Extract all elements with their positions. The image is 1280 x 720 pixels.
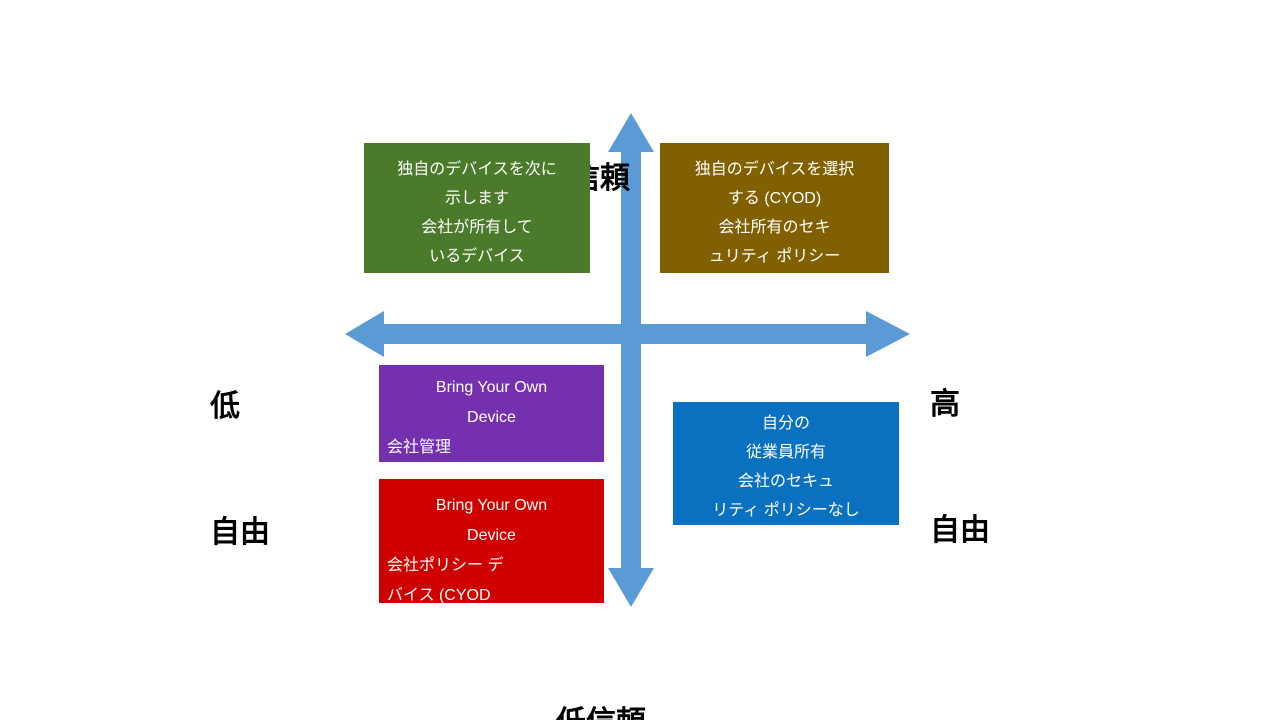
axis-label-line: 低 [210, 390, 240, 423]
quadrant-box-company-owned-device[interactable]: 独自のデバイスを次に 示します 会社が所有して いるデバイス [364, 143, 590, 273]
box-text-line: Bring Your Own [435, 497, 548, 514]
box-text-line: 会社ポリシー デ [387, 557, 504, 574]
box-text-line: 会社が所有して [421, 219, 533, 236]
axis-label-low-trust: 低信頼 [556, 618, 756, 720]
quadrant-box-choose-your-own-device[interactable]: 独自のデバイスを選択 する (CYOD) 会社所有のセキ ュリティ ポリシー [660, 143, 889, 273]
box-text-line: Device [467, 527, 516, 544]
quadrant-box-byod-company-managed[interactable]: Bring Your Own Device 会社管理 [379, 365, 604, 462]
axis-label-line: 高 [930, 388, 960, 421]
box-text-line: 会社所有のセキ [718, 219, 831, 236]
box-text-line: 自分の [761, 415, 810, 432]
axis-label-line: 低信頼 [556, 702, 756, 720]
box-text-line: いるデバイス [429, 248, 525, 265]
box-text-line: 会社のセキュ [737, 473, 834, 490]
axis-label-low-freedom: 低 自由 [210, 302, 350, 638]
horizontal-axis-arrow [345, 311, 910, 357]
box-text-line: Device [467, 409, 516, 426]
box-text: 独自のデバイスを次に 示します 会社が所有して いるデバイス [364, 155, 590, 271]
box-text: 自分の 従業員所有 会社のセキュ リティ ポリシーなし [673, 409, 899, 525]
box-text: Bring Your Own Device 会社ポリシー デ バイス (CYOD [379, 491, 604, 603]
box-text-line: 示します [444, 190, 509, 207]
box-text-line: する (CYOD) [727, 190, 822, 207]
vertical-arrow-down-head [608, 568, 654, 607]
box-text-line: Bring Your Own [435, 379, 548, 396]
axis-label-line: 自由 [930, 514, 990, 547]
quadrant-box-byod-company-policy-cyod[interactable]: Bring Your Own Device 会社ポリシー デ バイス (CYOD [379, 479, 604, 603]
box-text-line: 会社管理 [387, 439, 452, 456]
box-text-line: バイス (CYOD [387, 587, 491, 603]
horizontal-arrow-body [345, 311, 910, 357]
quadrant-box-employee-owned-no-policy[interactable]: 自分の 従業員所有 会社のセキュ リティ ポリシーなし [673, 402, 899, 525]
box-text-line: 従業員所有 [745, 444, 826, 461]
axis-label-high-freedom: 高 自由 [930, 300, 1070, 636]
box-text-line: ュリティ ポリシー [708, 248, 841, 265]
axis-label-line: 自由 [210, 516, 270, 549]
box-text-line: リティ ポリシーなし [712, 502, 860, 519]
box-text: Bring Your Own Device 会社管理 [379, 373, 604, 462]
box-text-line: 独自のデバイスを選択 [694, 161, 855, 178]
box-text: 独自のデバイスを選択 する (CYOD) 会社所有のセキ ュリティ ポリシー [660, 155, 889, 271]
box-text-line: 独自のデバイスを次に [397, 161, 557, 178]
